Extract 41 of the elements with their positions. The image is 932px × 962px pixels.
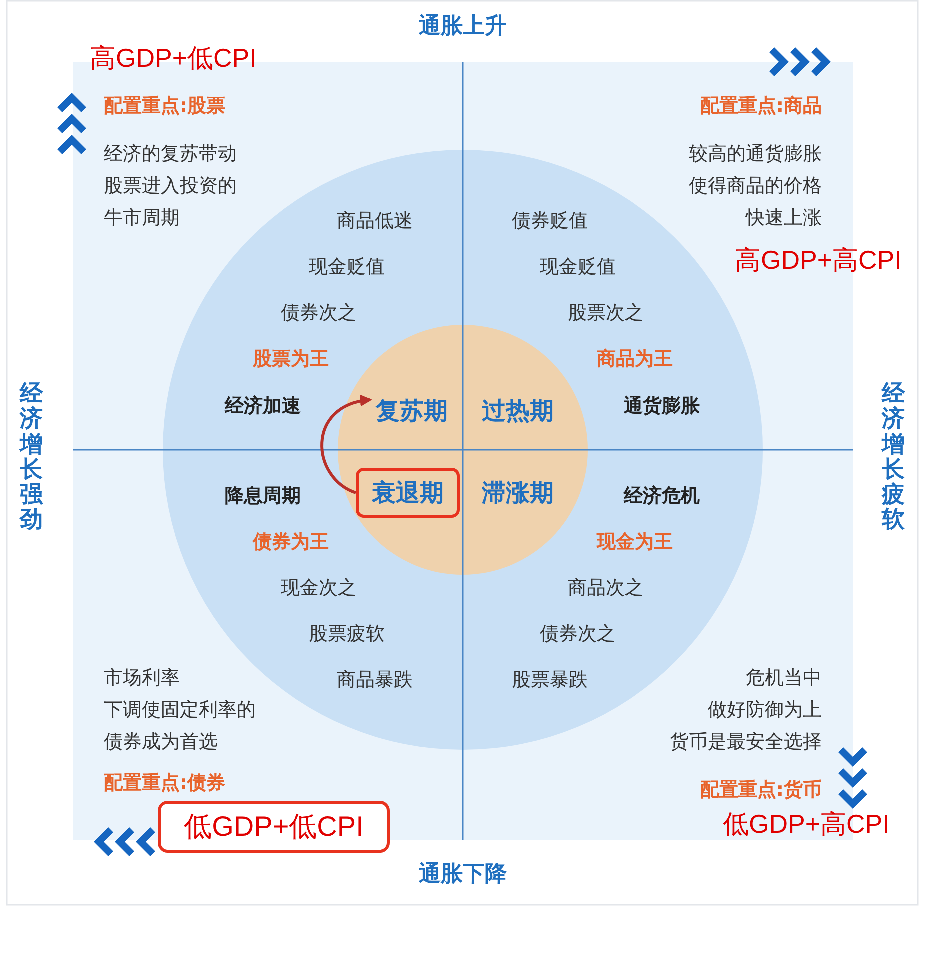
asset-text: 股票暴跌 bbox=[512, 669, 588, 692]
asset-text: 现金贬值 bbox=[309, 256, 385, 279]
phase-label: 滞涨期 bbox=[476, 476, 560, 510]
asset-heading: 股票为王 bbox=[253, 348, 329, 371]
asset-text: 现金次之 bbox=[281, 577, 357, 600]
phase-note: 经济加速 bbox=[225, 395, 301, 418]
description-text: 市场利率下调使固定利率的债券成为首选 bbox=[104, 666, 256, 755]
axis-label: 通胀下降 bbox=[419, 862, 507, 888]
phase-note: 经济危机 bbox=[624, 485, 700, 508]
phase-label: 衰退期 bbox=[356, 468, 460, 518]
asset-text: 股票疲软 bbox=[309, 623, 385, 646]
description-text: 经济的复苏带动股票进入投资的牛市周期 bbox=[104, 142, 237, 231]
description-text: 较高的通货膨胀使得商品的价格快速上涨 bbox=[689, 142, 822, 231]
quadrant-label: 高GDP+高CPI bbox=[735, 246, 902, 275]
allocation-heading: 配置重点:股票 bbox=[104, 95, 226, 118]
asset-heading: 商品为王 bbox=[597, 348, 673, 371]
quadrant-label: 高GDP+低CPI bbox=[90, 44, 257, 73]
asset-text: 商品次之 bbox=[568, 577, 644, 600]
asset-text: 现金贬值 bbox=[540, 256, 616, 279]
phase-note: 通货膨胀 bbox=[624, 395, 700, 418]
asset-text: 商品低迷 bbox=[337, 210, 413, 233]
phase-label: 复苏期 bbox=[370, 394, 454, 428]
axis-label: 通胀上升 bbox=[419, 14, 507, 40]
curved-arrow bbox=[320, 396, 372, 494]
phase-label: 过热期 bbox=[476, 394, 560, 428]
allocation-heading: 配置重点:货币 bbox=[700, 779, 822, 802]
asset-text: 债券贬值 bbox=[512, 210, 588, 233]
axis-label: 经济增长疲软 bbox=[882, 382, 905, 534]
axis-label: 经济增长强劲 bbox=[20, 382, 43, 534]
asset-text: 债券次之 bbox=[540, 623, 616, 646]
asset-text: 商品暴跌 bbox=[337, 669, 413, 692]
asset-text: 股票次之 bbox=[568, 302, 644, 325]
asset-heading: 债券为王 bbox=[253, 531, 329, 554]
allocation-heading: 配置重点:债券 bbox=[104, 772, 226, 795]
quadrant-label: 低GDP+低CPI bbox=[158, 801, 390, 853]
asset-heading: 现金为王 bbox=[597, 531, 673, 554]
phase-note: 降息周期 bbox=[225, 485, 301, 508]
quadrant-label: 低GDP+高CPI bbox=[723, 810, 890, 839]
asset-text: 债券次之 bbox=[281, 302, 357, 325]
allocation-heading: 配置重点:商品 bbox=[700, 95, 822, 118]
description-text: 危机当中做好防御为上货币是最安全选择 bbox=[670, 666, 822, 755]
